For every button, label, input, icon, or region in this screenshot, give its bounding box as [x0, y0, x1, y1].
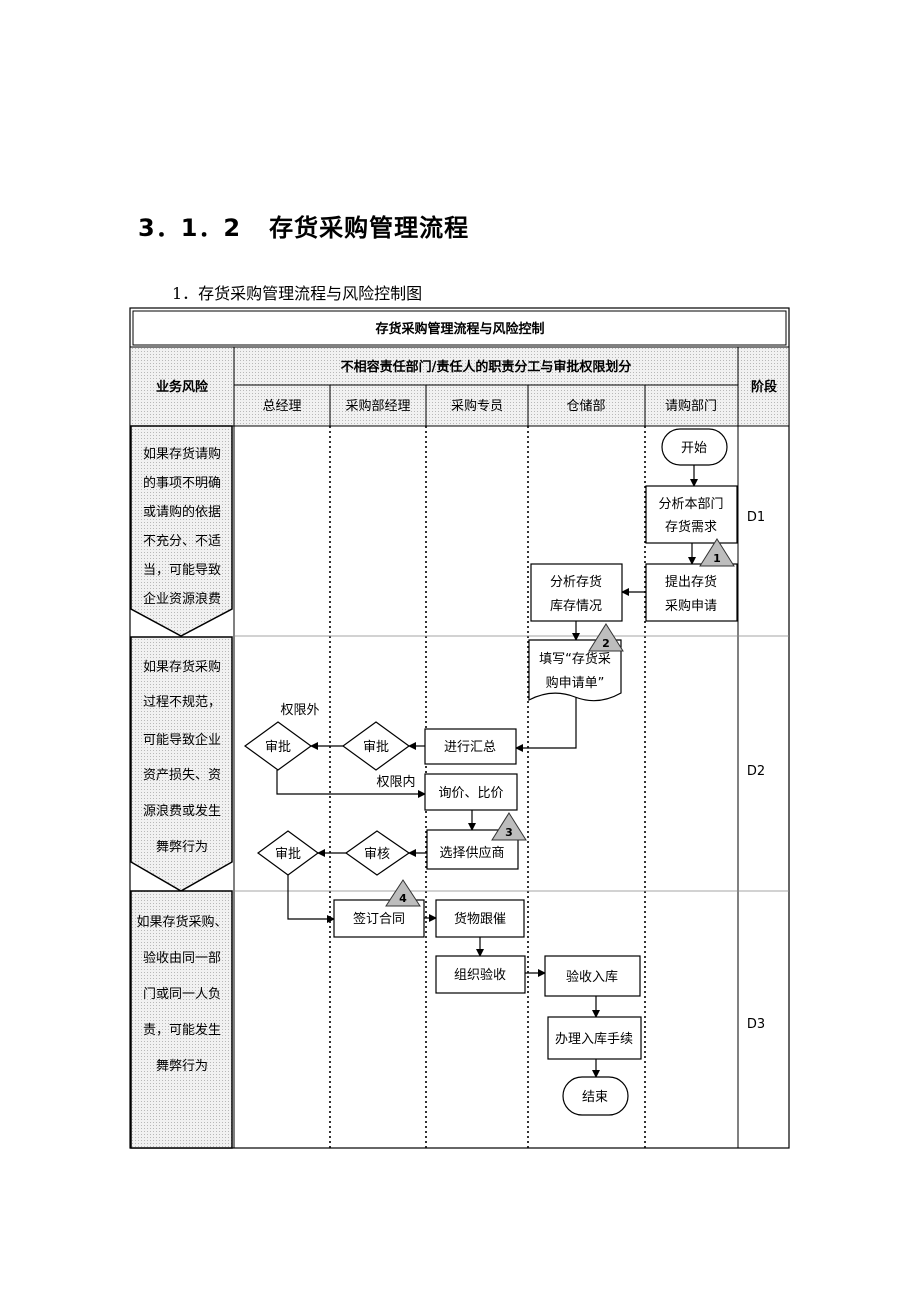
storage-procedure-box — [547, 1016, 642, 1060]
storage-procedure-label: 办理入库手续 — [555, 1031, 633, 1047]
fill-form-line2: 购申请单” — [546, 675, 605, 691]
outside-authority-label: 权限外 — [280, 702, 319, 718]
control-point-4-label: 4 — [399, 892, 407, 905]
end-terminal — [562, 1076, 629, 1116]
table-title: 存货采购管理流程与风险控制 — [375, 321, 544, 337]
organize-inspection-label: 组织验收 — [454, 967, 506, 983]
sign-contract-label: 签订合同 — [353, 911, 405, 927]
figure-caption: 1．存货采购管理流程与风险控制图 — [172, 284, 423, 303]
follow-up-box — [435, 899, 525, 938]
analyze-need-line1: 分析本部门 — [658, 497, 723, 512]
svg-text:责，可能发生: 责，可能发生 — [143, 1022, 221, 1038]
analyze-stock-line2: 库存情况 — [550, 598, 602, 614]
review-decision — [344, 830, 411, 876]
lane-purchasing-specialist: 采购专员 — [451, 398, 503, 414]
svg-text:如果存货请购: 如果存货请购 — [143, 446, 221, 462]
lane-purchasing-manager: 采购部经理 — [345, 398, 410, 414]
request-form-document — [528, 639, 622, 702]
connectors — [276, 465, 698, 1078]
analyze-need-box — [645, 485, 738, 544]
receive-storage-box — [544, 955, 641, 997]
approve-decision-1 — [341, 721, 411, 771]
organize-inspection-box — [435, 955, 526, 994]
risk-text-2: 如果存货采购 过程不规范， 可能导致企业 资产损失、资 源浪费或发生 舞弊行为 — [143, 659, 221, 855]
svg-text:舞弊行为: 舞弊行为 — [156, 1058, 208, 1074]
risk-text-3: 如果存货采购、 验收由同一部 门或同一人负 责，可能发生 舞弊行为 — [136, 914, 227, 1074]
svg-text:过程不规范，: 过程不规范， — [143, 695, 221, 710]
review-label: 审核 — [364, 847, 390, 862]
svg-text:可能导致企业: 可能导致企业 — [143, 732, 221, 748]
start-label: 开始 — [681, 441, 707, 456]
lane-requesting-dept: 请购部门 — [665, 398, 717, 414]
control-point-3-icon — [491, 812, 527, 841]
start-terminal — [661, 428, 728, 466]
within-authority-label: 权限内 — [376, 774, 415, 790]
control-point-3-label: 3 — [505, 826, 513, 839]
svg-text:验收由同一部: 验收由同一部 — [143, 950, 221, 966]
stage-d1: D1 — [747, 510, 765, 525]
svg-text:源浪费或发生: 源浪费或发生 — [143, 803, 221, 819]
receive-storage-label: 验收入库 — [566, 969, 618, 985]
sign-contract-box — [333, 899, 425, 938]
section-number: 3．1．2 — [138, 214, 242, 242]
select-supplier-label: 选择供应商 — [439, 845, 504, 861]
analyze-need-line2: 存货需求 — [665, 519, 717, 535]
control-point-2-icon — [588, 623, 624, 652]
submit-request-box — [645, 563, 738, 622]
approve-gm-decision-2 — [256, 830, 320, 876]
summarize-label: 进行汇总 — [444, 740, 496, 755]
stage-d2: D2 — [747, 764, 765, 779]
analyze-stock-box — [530, 563, 623, 622]
svg-text:舞弊行为: 舞弊行为 — [156, 839, 208, 855]
approve-gm-decision-1 — [243, 721, 313, 771]
lane-gm: 总经理 — [262, 399, 301, 414]
svg-text:如果存货采购、: 如果存货采购、 — [136, 914, 227, 930]
svg-text:的事项不明确: 的事项不明确 — [143, 475, 221, 491]
risk-shapes — [130, 425, 233, 1149]
svg-text:资产损失、资: 资产损失、资 — [143, 768, 221, 783]
control-point-4-icon — [385, 879, 421, 907]
approve-gm-1-label: 审批 — [265, 740, 291, 755]
stage-header: 阶段 — [751, 379, 777, 395]
svg-text:当，可能导致: 当，可能导致 — [143, 563, 221, 578]
approve-1-label: 审批 — [363, 740, 389, 755]
svg-text:如果存货采购: 如果存货采购 — [143, 659, 221, 675]
svg-text:门或同一人负: 门或同一人负 — [143, 987, 221, 1002]
svg-text:或请购的依据: 或请购的依据 — [143, 504, 221, 520]
risk-header: 业务风险 — [156, 379, 209, 395]
follow-up-label: 货物跟催 — [454, 911, 506, 927]
table-frame — [129, 307, 790, 1149]
fill-form-line1: 填写“存货采 — [539, 651, 611, 667]
risk-text-1: 如果存货请购 的事项不明确 或请购的依据 不充分、不适 当，可能导致 企业资源浪… — [143, 446, 221, 607]
analyze-stock-line1: 分析存货 — [550, 574, 602, 590]
control-point-1-label: 1 — [713, 552, 721, 565]
summarize-box — [424, 728, 517, 765]
stage-d3: D3 — [747, 1017, 765, 1032]
section-title: 存货采购管理流程 — [269, 214, 470, 242]
lane-warehouse: 仓储部 — [566, 399, 605, 414]
dept-header: 不相容责任部门/责任人的职责分工与审批权限划分 — [341, 359, 632, 375]
approve-gm-2-label: 审批 — [275, 847, 301, 862]
inquiry-label: 询价、比价 — [438, 786, 503, 801]
svg-text:不充分、不适: 不充分、不适 — [143, 533, 221, 549]
submit-request-line2: 采购申请 — [665, 598, 717, 614]
end-label: 结束 — [582, 1090, 608, 1105]
stage-separators — [234, 635, 789, 892]
section-heading: 3．1．2 存货采购管理流程 — [138, 208, 469, 243]
inquiry-box — [424, 773, 518, 811]
submit-request-line1: 提出存货 — [665, 574, 717, 590]
control-point-2-label: 2 — [602, 637, 610, 650]
control-point-1-icon — [699, 538, 735, 567]
svg-text:企业资源浪费: 企业资源浪费 — [143, 591, 221, 607]
